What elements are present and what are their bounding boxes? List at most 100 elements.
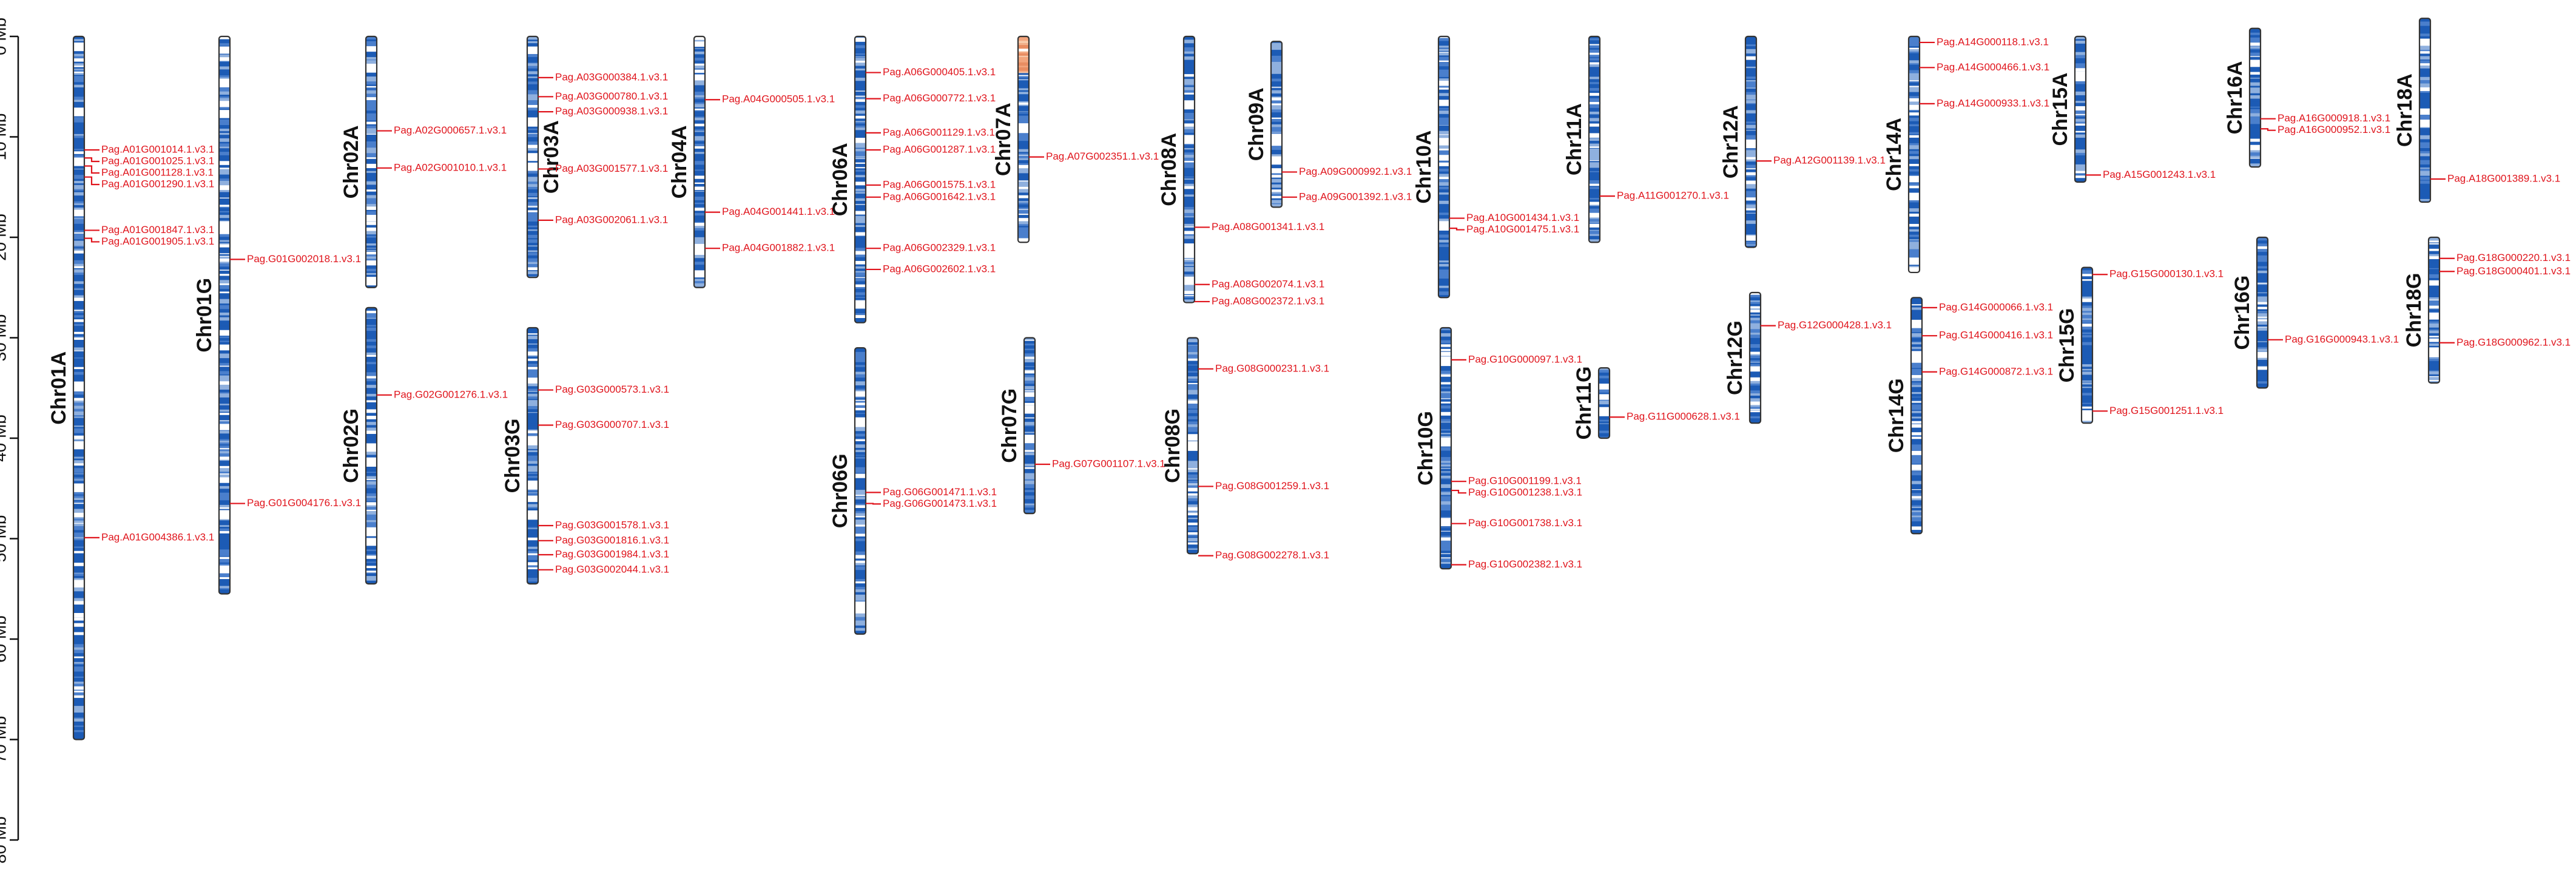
gene-label: Pag.A06G000405.1.v3.1 xyxy=(883,66,996,78)
gene-marker: Pag.G03G001816.1.v3.1 xyxy=(538,534,669,546)
chromosome-name: Chr03A xyxy=(540,120,563,194)
gene-connector xyxy=(1449,228,1465,231)
gene-label: Pag.A03G000384.1.v3.1 xyxy=(555,71,668,83)
chromosome-name: Chr06G xyxy=(829,453,852,528)
chromosome-chr08a: Chr08APag.A08G001341.1.v3.1Pag.A08G00207… xyxy=(1158,35,1324,306)
gene-marker: Pag.A09G000992.1.v3.1 xyxy=(1282,166,1412,177)
chromosome-outline xyxy=(365,35,378,288)
gene-label: Pag.G15G000130.1.v3.1 xyxy=(2109,268,2224,280)
gene-connector xyxy=(2261,128,2276,131)
gene-marker: Pag.G18G000401.1.v3.1 xyxy=(2439,265,2571,277)
y-axis-tick-label: 80 Mb xyxy=(0,816,9,864)
gene-marker: Pag.A01G001025.1.v3.1 xyxy=(84,155,214,166)
density-bands xyxy=(1599,368,1610,439)
gene-marker: Pag.G03G002044.1.v3.1 xyxy=(538,563,669,575)
gene-marker: Pag.A16G000952.1.v3.1 xyxy=(2261,124,2390,135)
gene-connector xyxy=(84,157,99,163)
density-bands xyxy=(219,36,230,594)
y-axis-tick-label: 30 Mb xyxy=(0,314,9,362)
gene-marker: Pag.G02G001276.1.v3.1 xyxy=(377,388,508,400)
gene-label: Pag.A10G001434.1.v3.1 xyxy=(1466,212,1579,223)
chromosome-outline xyxy=(1186,337,1199,555)
gene-marker: Pag.G10G002382.1.v3.1 xyxy=(1451,558,1582,570)
gene-marker: Pag.A08G002074.1.v3.1 xyxy=(1195,278,1324,290)
chromosome-outline xyxy=(365,306,378,585)
gene-label: Pag.G08G001259.1.v3.1 xyxy=(1215,480,1329,492)
gene-label: Pag.A01G001847.1.v3.1 xyxy=(101,224,214,235)
chromosome-name: Chr09A xyxy=(1245,87,1268,161)
y-axis-tick-label: 10 Mb xyxy=(0,113,9,161)
gene-marker: Pag.G15G000130.1.v3.1 xyxy=(2092,268,2224,280)
gene-marker: Pag.G01G004176.1.v3.1 xyxy=(230,497,361,509)
chromosome-outline xyxy=(72,35,86,740)
gene-marker: Pag.A02G001010.1.v3.1 xyxy=(377,161,507,173)
chromosome-name: Chr04A xyxy=(668,125,691,198)
gene-label: Pag.G03G000573.1.v3.1 xyxy=(555,384,669,395)
gene-label: Pag.A14G000933.1.v3.1 xyxy=(1937,97,2049,109)
chromosome-chr03g: Chr03GPag.G03G000573.1.v3.1Pag.G03G00070… xyxy=(501,327,669,585)
density-bands xyxy=(527,36,538,278)
gene-marker: Pag.A08G002372.1.v3.1 xyxy=(1195,295,1324,306)
gene-label: Pag.G03G001578.1.v3.1 xyxy=(555,519,669,530)
gene-label: Pag.A01G001905.1.v3.1 xyxy=(101,235,214,247)
density-bands xyxy=(2419,18,2430,203)
chromosomes: Chr01APag.A01G001014.1.v3.1Pag.A01G00102… xyxy=(47,18,2571,740)
chromosome-name: Chr01G xyxy=(193,278,216,353)
gene-label: Pag.G14G000066.1.v3.1 xyxy=(1939,301,2053,313)
chromosome-outline xyxy=(1597,367,1611,439)
chromosome-name: Chr08A xyxy=(1158,133,1181,206)
gene-marker: Pag.A11G001270.1.v3.1 xyxy=(1600,190,1729,201)
gene-marker: Pag.A01G001128.1.v3.1 xyxy=(84,165,214,178)
chromosome-chr18g: Chr18GPag.G18G000220.1.v3.1Pag.G18G00040… xyxy=(2402,236,2571,384)
gene-label: Pag.A03G001577.1.v3.1 xyxy=(555,163,668,174)
gene-label: Pag.A03G002061.1.v3.1 xyxy=(555,214,668,225)
gene-label: Pag.G08G002278.1.v3.1 xyxy=(1215,549,1329,561)
gene-label: Pag.A09G000992.1.v3.1 xyxy=(1299,166,1412,177)
chromosome-chr10a: Chr10A Pag.A10G001434.1.v3.1Pag.A10G00147… xyxy=(1412,35,1579,299)
gene-marker: Pag.A10G001475.1.v3.1 xyxy=(1449,223,1579,235)
gene-label: Pag.A14G000466.1.v3.1 xyxy=(1937,61,2049,73)
chromosome-name: Chr07A xyxy=(992,103,1015,176)
gene-label: Pag.G07G001107.1.v3.1 xyxy=(1052,458,1165,470)
density-bands xyxy=(2075,36,2086,182)
chromosome-outline xyxy=(526,327,539,585)
gene-marker: Pag.G10G001738.1.v3.1 xyxy=(1451,517,1582,529)
chromosome-name: Chr12A xyxy=(1719,105,1742,178)
gene-marker: Pag.G07G001107.1.v3.1 xyxy=(1035,458,1165,470)
density-bands xyxy=(694,36,705,288)
gene-label: Pag.G03G001816.1.v3.1 xyxy=(555,534,669,546)
density-bands xyxy=(2257,237,2268,388)
gene-label: Pag.G12G000428.1.v3.1 xyxy=(1778,319,1892,331)
gene-marker: Pag.A14G000466.1.v3.1 xyxy=(1920,61,2049,73)
gene-marker: Pag.G14G000416.1.v3.1 xyxy=(1922,330,2053,341)
gene-label: Pag.G03G001984.1.v3.1 xyxy=(555,548,669,560)
gene-label: Pag.G06G001473.1.v3.1 xyxy=(883,498,997,509)
chromosome-outline xyxy=(526,35,539,279)
chromosome-outline xyxy=(1910,297,1923,535)
gene-label: Pag.G01G004176.1.v3.1 xyxy=(247,497,361,509)
chromosome-name: Chr15G xyxy=(2055,308,2079,382)
gene-marker: Pag.A01G001847.1.v3.1 xyxy=(84,224,214,235)
gene-label: Pag.A14G000118.1.v3.1 xyxy=(1937,36,2049,47)
gene-label: Pag.A01G001025.1.v3.1 xyxy=(101,155,214,166)
gene-marker: Pag.G01G002018.1.v3.1 xyxy=(230,253,361,265)
chromosome-outline xyxy=(1023,337,1036,515)
gene-label: Pag.A04G001441.1.v3.1 xyxy=(722,206,835,217)
gene-marker: Pag.A07G002351.1.v3.1 xyxy=(1029,151,1159,162)
gene-label: Pag.G03G000707.1.v3.1 xyxy=(555,419,669,430)
gene-label: Pag.A02G001010.1.v3.1 xyxy=(394,161,507,173)
chromosome-outline xyxy=(1748,291,1762,424)
chromosome-name: Chr10A xyxy=(1412,130,1435,204)
chromosome-name: Chr16G xyxy=(2231,276,2254,350)
gene-connector xyxy=(84,165,99,174)
gene-label: Pag.G06G001471.1.v3.1 xyxy=(883,486,997,498)
gene-marker: Pag.A01G001014.1.v3.1 xyxy=(84,143,214,155)
chromosome-name: Chr15A xyxy=(2049,73,2072,146)
